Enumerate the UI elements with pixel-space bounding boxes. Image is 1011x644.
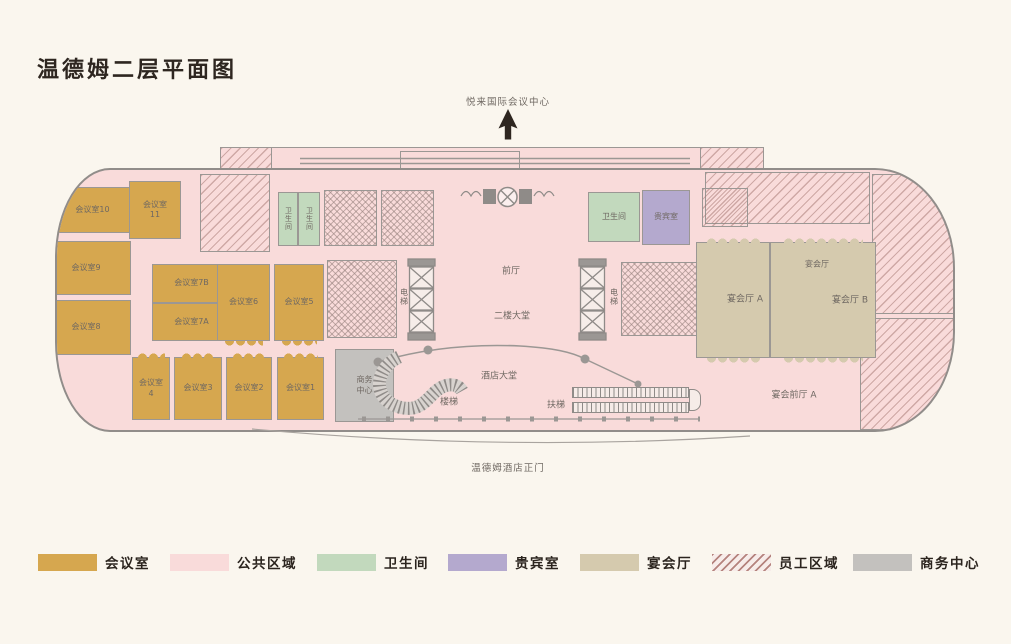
banquet-foyer-a-label: 宴会前厅 A [771,390,817,401]
second-floor-lobby-label: 二楼大堂 [493,311,531,322]
staff-area [200,174,270,252]
elevator-left-label: 电梯 [399,288,409,306]
door-scallops [783,357,863,365]
meeting-room-5: 会议室5 [274,264,324,348]
room-label: 会议室1 [285,383,316,393]
escalator-label: 扶梯 [546,400,566,411]
room-label: 会议室2 [234,383,264,393]
meeting-room-10: 会议室10 [57,187,140,233]
room-label: 会议室 [139,378,163,388]
legend-item-public-area: 公共区域 [170,552,297,572]
legend-label: 会议室 [105,556,150,572]
room-label: 会议室8 [71,322,101,332]
restroom-right: 卫生间 [588,192,640,242]
escalator-band-upper [572,387,689,398]
door-scallops [232,350,266,358]
room-label: 会议室 [143,199,167,209]
room-label: 会议室10 [75,204,110,214]
legend-label: 员工区域 [779,556,839,572]
room-label: 4 [148,388,154,398]
legend-item-staff-area: 员工区域 [712,552,839,572]
room-label: 会议室7A [174,316,209,326]
restroom-left-2: 卫生间 [298,192,320,246]
legend-label: 商务中心 [920,556,980,572]
door-scallops [137,350,165,358]
room-label: 会议室3 [183,383,213,393]
legend-label: 宴会厅 [647,556,692,572]
escalator-end-cap [689,389,701,411]
legend-item-banquet-hall: 宴会厅 [580,552,692,572]
door-scallops [224,340,263,348]
spiral-stairs-label: 楼梯 [439,397,459,408]
meeting-room-1: 会议室1 [277,350,324,420]
escalator-band-lower [572,402,689,413]
staff-area [621,262,697,336]
room-label: 11 [149,210,161,219]
staff-area [324,190,377,246]
legend-label: 卫生间 [384,556,429,572]
legend-swatch [712,553,771,571]
room-label: 卫生间 [602,211,626,221]
legend-swatch [38,553,97,571]
legend-label: 贵宾室 [515,556,560,572]
legend-swatch [448,553,507,571]
staff-area [702,188,748,227]
room-label: 会议室7B [174,278,209,288]
legend-swatch [853,553,912,571]
business-center: 商务中心 [335,349,394,422]
door-scallops [783,235,863,243]
room-label: 会议室9 [71,262,101,272]
legend-item-meeting-room: 会议室 [38,552,150,572]
legend-item-restroom: 卫生间 [317,552,429,572]
north-reference-label: 悦来国际会议中心 [465,97,550,108]
legend-swatch [317,553,376,571]
legend-swatch [170,553,229,571]
banquet-hall-label: 宴会厅 [805,259,829,269]
legend-swatch [580,553,639,571]
staff-area [381,190,434,246]
meeting-room-6: 会议室6 [217,264,270,348]
page-title: 温德姆二层平面图 [37,58,238,83]
restroom-left-1: 卫生间 [278,192,298,246]
hotel-lobby-label: 酒店大堂 [480,371,518,382]
door-scallops [705,235,761,243]
meeting-room-9: 会议室9 [57,241,131,295]
meeting-room-8: 会议室8 [57,300,131,355]
door-scallops [180,350,216,358]
room-label: 会议室6 [228,297,259,307]
meeting-room-2: 会议室2 [226,350,272,420]
door-scallops [283,350,318,358]
main-entrance-label: 温德姆酒店正门 [471,463,545,474]
banquet-hall-b-label: 宴会厅 B [831,295,869,306]
banquet-hall-a-label: 宴会厅 A [726,294,764,305]
room-label: 贵宾室 [654,212,678,222]
staff-area [327,260,397,338]
north-arrow-icon [498,109,518,140]
door-scallops [705,357,761,365]
room-label: 中心 [356,385,373,395]
legend-label: 公共区域 [237,556,297,572]
door-scallops [280,340,318,348]
room-label: 商务 [356,375,373,385]
legend-item-business-center: 商务中心 [853,552,980,572]
elevator-right-label: 电梯 [609,288,619,306]
vip-room: 贵宾室 [642,190,690,245]
meeting-room-3: 会议室3 [174,350,222,420]
front-hall-label: 前厅 [501,266,521,277]
staff-area [872,174,953,314]
room-label: 卫生间 [305,207,314,231]
room-label: 卫生间 [284,207,293,231]
room-label: 会议室5 [284,297,314,307]
legend-item-vip-room: 贵宾室 [448,552,560,572]
